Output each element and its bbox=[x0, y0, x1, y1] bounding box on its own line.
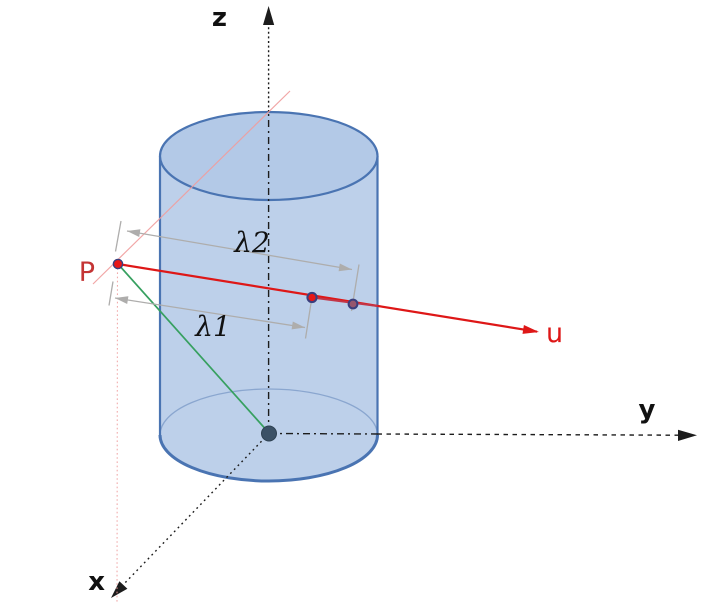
z-axis-label: z bbox=[212, 3, 227, 33]
ray-u-line bbox=[117, 262, 538, 333]
origin-dot bbox=[261, 425, 277, 442]
y-axis-line-outer bbox=[377, 433, 682, 436]
ray-u-arrowhead bbox=[522, 325, 539, 334]
exit-intersection-dot bbox=[347, 298, 359, 310]
lambda1-dimension-line bbox=[114, 297, 306, 329]
lambda2-dimension: λ2 bbox=[114, 220, 360, 312]
pink-vertical-dotted-line bbox=[116, 263, 119, 603]
lambda1-left-arrowhead bbox=[115, 296, 129, 304]
pink-diagonal-line bbox=[92, 90, 291, 285]
lambda1-right-arrowhead bbox=[291, 321, 305, 330]
lambda2-left-tick bbox=[114, 220, 122, 252]
coordinate-axes: z y x bbox=[88, 3, 697, 598]
x-axis-arrowhead bbox=[111, 581, 128, 598]
ray-u-label: u bbox=[546, 318, 563, 349]
points: P bbox=[79, 257, 359, 442]
lambda2-label: λ2 bbox=[233, 226, 270, 259]
cylinder-bottom-front-arc bbox=[158, 434, 379, 483]
x-axis-label: x bbox=[88, 567, 105, 597]
lambda1-left-tick bbox=[108, 281, 114, 306]
z-axis-arrowhead bbox=[263, 6, 275, 25]
y-axis-arrowhead bbox=[678, 429, 697, 441]
point-p-dot bbox=[112, 258, 124, 270]
construction-lines bbox=[92, 90, 291, 603]
lambda1-dimension: λ1 bbox=[108, 281, 314, 343]
lambda1-label: λ1 bbox=[194, 310, 231, 343]
ray-u: u bbox=[117, 262, 563, 349]
y-axis-line-inner bbox=[268, 432, 378, 435]
lambda2-dimension-line bbox=[126, 230, 353, 271]
entry-intersection-dot bbox=[306, 291, 318, 304]
lambda2-left-arrowhead bbox=[127, 229, 141, 237]
lambda2-right-arrowhead bbox=[338, 263, 352, 272]
point-p-label: P bbox=[79, 257, 95, 288]
green-line-p-to-origin bbox=[117, 263, 270, 434]
ray-u-segment-behind-cylinder bbox=[311, 296, 378, 307]
y-axis-label: y bbox=[639, 395, 656, 425]
